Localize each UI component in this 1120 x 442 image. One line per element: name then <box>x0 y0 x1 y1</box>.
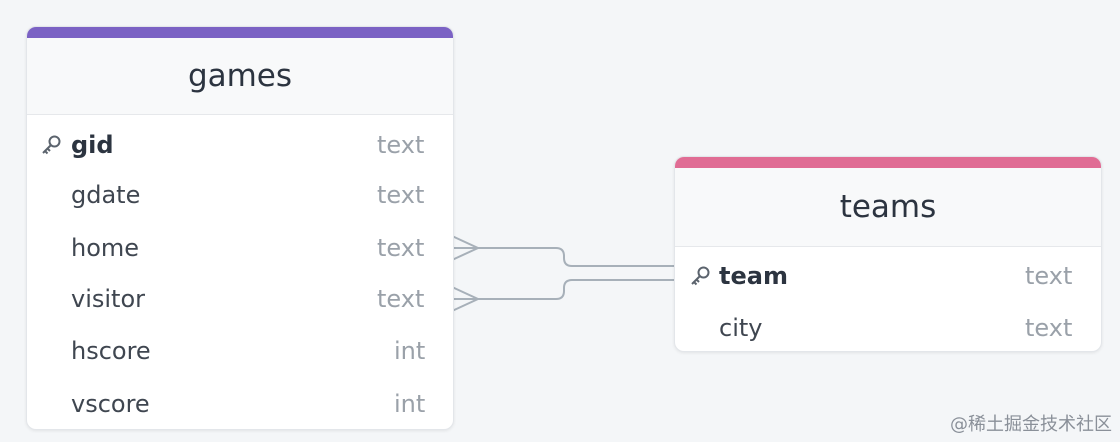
key-icon <box>42 135 61 155</box>
table-title: games <box>27 38 453 115</box>
column-row-visitor[interactable]: visitor text <box>27 284 453 314</box>
table-teams[interactable]: teams team text city text <box>674 156 1102 352</box>
column-name: gid <box>71 131 114 159</box>
table-title: teams <box>675 168 1101 247</box>
column-name: gdate <box>71 181 141 209</box>
column-row-gid[interactable]: gid text <box>27 130 453 160</box>
relationship-line-home-team <box>452 247 674 267</box>
column-type: text <box>377 285 425 313</box>
column-name: team <box>719 262 788 290</box>
column-type: int <box>394 337 426 365</box>
column-row-vscore[interactable]: vscore int <box>27 389 453 419</box>
column-row-home[interactable]: home text <box>27 233 453 263</box>
column-row-hscore[interactable]: hscore int <box>27 336 453 366</box>
column-type: text <box>377 131 425 159</box>
column-row-gdate[interactable]: gdate text <box>27 180 453 210</box>
relationship-line-visitor-team <box>452 279 674 300</box>
column-name: visitor <box>71 285 146 313</box>
table-accent-bar <box>675 157 1101 168</box>
column-type: text <box>377 181 425 209</box>
column-name: home <box>71 234 140 262</box>
column-type: int <box>394 390 426 418</box>
crowfoot-home <box>451 235 481 261</box>
crowfoot-visitor <box>451 286 481 312</box>
column-name: hscore <box>71 337 151 365</box>
column-name: vscore <box>71 390 150 418</box>
table-name-games: games <box>187 58 293 94</box>
column-type: text <box>1025 262 1073 290</box>
key-icon <box>691 266 710 286</box>
column-name: city <box>719 314 763 342</box>
table-accent-bar <box>27 27 453 38</box>
column-type: text <box>377 234 425 262</box>
table-games[interactable]: games gid text gdate text home text visi… <box>26 26 454 430</box>
column-row-city[interactable]: city text <box>675 313 1101 343</box>
table-name-teams: teams <box>839 189 937 225</box>
column-row-team[interactable]: team text <box>675 261 1101 291</box>
column-type: text <box>1025 314 1073 342</box>
watermark: @稀土掘金技术社区 <box>950 414 1112 435</box>
